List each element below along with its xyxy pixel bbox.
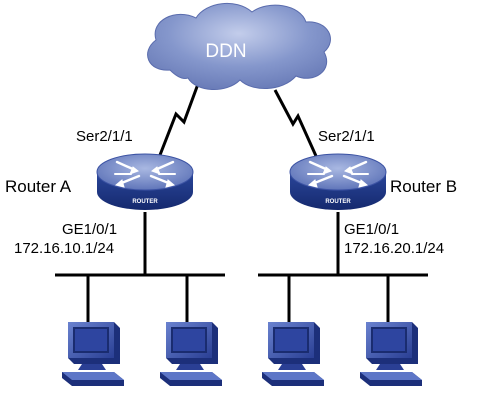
router-a-badge: ROUTER bbox=[132, 199, 158, 205]
router-a-serial-label: Ser2/1/1 bbox=[76, 128, 133, 145]
router-b-ip-label: 172.16.20.1/24 bbox=[344, 240, 444, 257]
lan-a bbox=[55, 212, 225, 330]
pc-b1-icon bbox=[262, 322, 324, 386]
router-b-icon: ROUTER bbox=[288, 152, 388, 212]
router-a-ip-label: 172.16.10.1/24 bbox=[14, 240, 114, 257]
ddn-cloud: DDN bbox=[147, 2, 331, 91]
pc-a1-icon bbox=[62, 322, 124, 386]
cloud-label: DDN bbox=[205, 41, 246, 62]
router-a-icon: ROUTER bbox=[95, 152, 195, 212]
router-b-eth-label: GE1/0/1 bbox=[344, 221, 399, 238]
serial-link-a bbox=[158, 83, 200, 156]
router-b-name: Router B bbox=[390, 177, 457, 196]
pc-b2-icon bbox=[360, 322, 422, 386]
router-a-name: Router A bbox=[5, 177, 72, 196]
router-a-eth-label: GE1/0/1 bbox=[62, 221, 117, 238]
pc-a2-icon bbox=[160, 322, 222, 386]
router-b-serial-label: Ser2/1/1 bbox=[318, 128, 375, 145]
router-b-badge: ROUTER bbox=[325, 199, 351, 205]
lan-b bbox=[258, 212, 428, 330]
serial-link-b bbox=[273, 89, 318, 157]
